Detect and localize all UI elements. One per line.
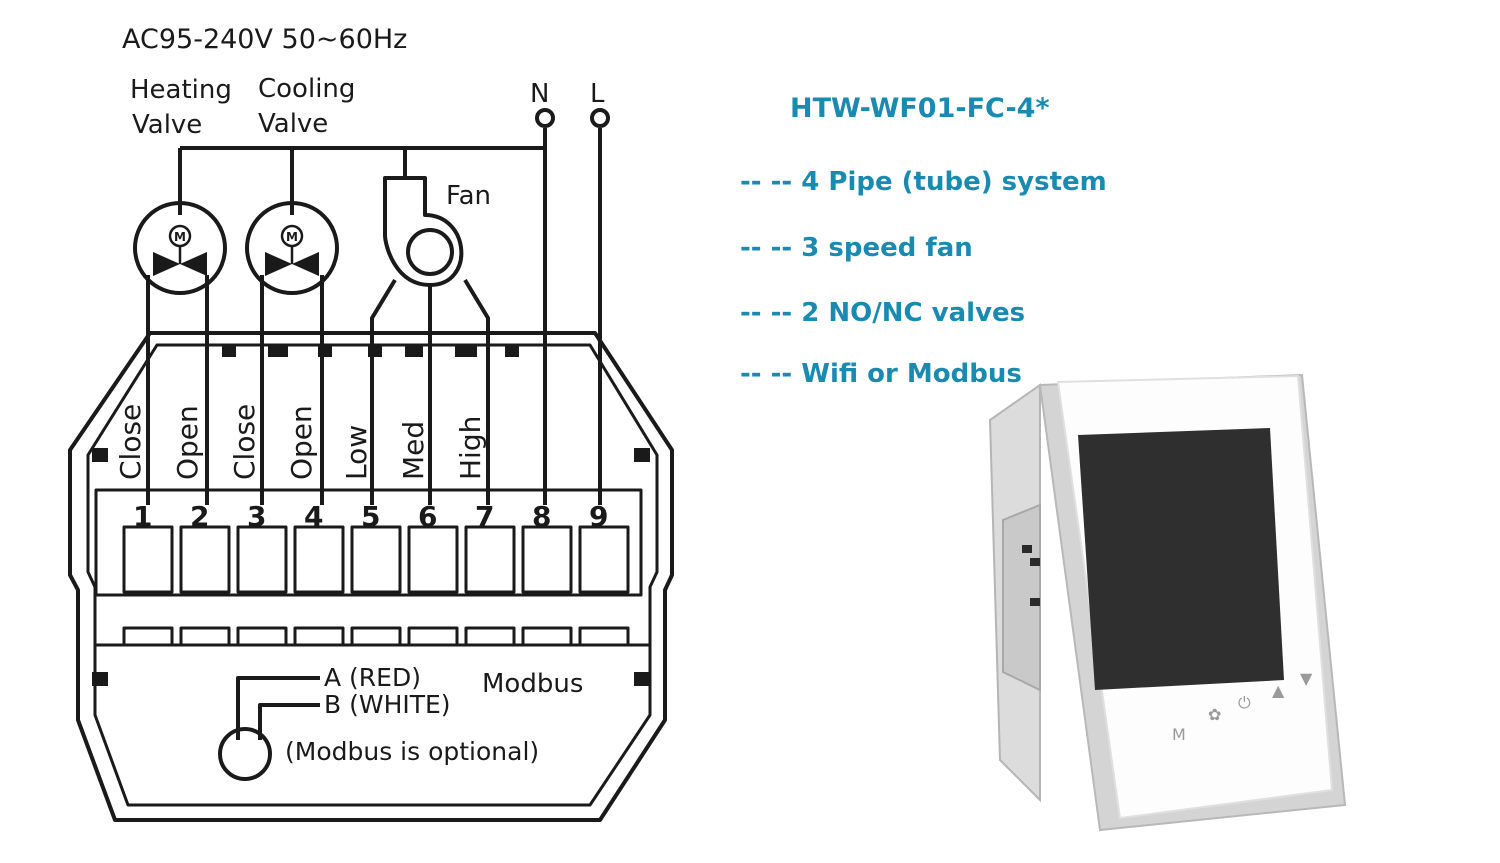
terminal-label-4: Open xyxy=(285,405,318,480)
feature-valves: -- -- 2 NO/NC valves xyxy=(740,298,1026,328)
terminal-label-1: Close xyxy=(114,404,147,480)
down-icon: ▼ xyxy=(1300,669,1313,688)
housing-outline xyxy=(68,331,674,822)
terminal-number-9: 9 xyxy=(589,500,608,533)
terminal-label-7: High xyxy=(454,416,487,480)
terminal-label-5: Low xyxy=(340,425,373,480)
terminal-number-5: 5 xyxy=(361,500,380,533)
fan-icon: ✿ xyxy=(1208,705,1221,724)
live-label: L xyxy=(590,79,605,109)
power-supply-label: AC95-240V 50~60Hz xyxy=(122,24,407,55)
heating-motor-symbol: M xyxy=(174,230,186,244)
terminal-number-4: 4 xyxy=(304,500,323,533)
cooling-valve-symbol xyxy=(245,201,339,295)
modbus-wire-b xyxy=(258,703,320,740)
thermostat-illustration: M ✿ ⏻ ▲ ▼ xyxy=(988,373,1347,832)
modbus-wire-b-label: B (WHITE) xyxy=(324,690,451,719)
feature-connectivity: -- -- Wifi or Modbus xyxy=(740,359,1022,389)
modbus-wire-a-label: A (RED) xyxy=(324,663,421,692)
up-icon: ▲ xyxy=(1272,681,1285,700)
terminal-number-8: 8 xyxy=(532,500,551,533)
heating-valve-label-1: Heating xyxy=(130,75,232,105)
cooling-motor-symbol: M xyxy=(286,230,298,244)
heating-valve-label-2: Valve xyxy=(132,110,202,140)
cooling-valve-label-1: Cooling xyxy=(258,74,355,104)
mode-icon: M xyxy=(1172,725,1186,744)
model-number: HTW-WF01-FC-4* xyxy=(790,93,1050,124)
thermostat-screen xyxy=(1078,428,1284,690)
terminal-label-2: Open xyxy=(171,405,204,480)
terminal-number-1: 1 xyxy=(133,500,152,533)
terminal-label-3: Close xyxy=(228,404,261,480)
fan-housing xyxy=(383,176,464,287)
terminal-block-frame xyxy=(94,488,643,597)
power-icon: ⏻ xyxy=(1238,693,1251,712)
modbus-title: Modbus xyxy=(482,669,583,699)
modbus-note: (Modbus is optional) xyxy=(285,737,539,766)
neutral-label: N xyxy=(530,79,549,109)
terminal-number-7: 7 xyxy=(475,500,494,533)
cooling-valve-label-2: Valve xyxy=(258,109,328,139)
heating-valve-symbol xyxy=(133,201,227,295)
terminal-number-6: 6 xyxy=(418,500,437,533)
feature-pipe-system: -- -- 4 Pipe (tube) system xyxy=(740,167,1107,197)
modbus-wire-a xyxy=(236,676,320,740)
terminal-number-2: 2 xyxy=(190,500,209,533)
terminal-number-3: 3 xyxy=(247,500,266,533)
feature-fan-speed: -- -- 3 speed fan xyxy=(740,233,973,263)
terminal-label-6: Med xyxy=(397,421,430,480)
modbus-port xyxy=(218,727,272,781)
fan-label: Fan xyxy=(446,181,491,211)
